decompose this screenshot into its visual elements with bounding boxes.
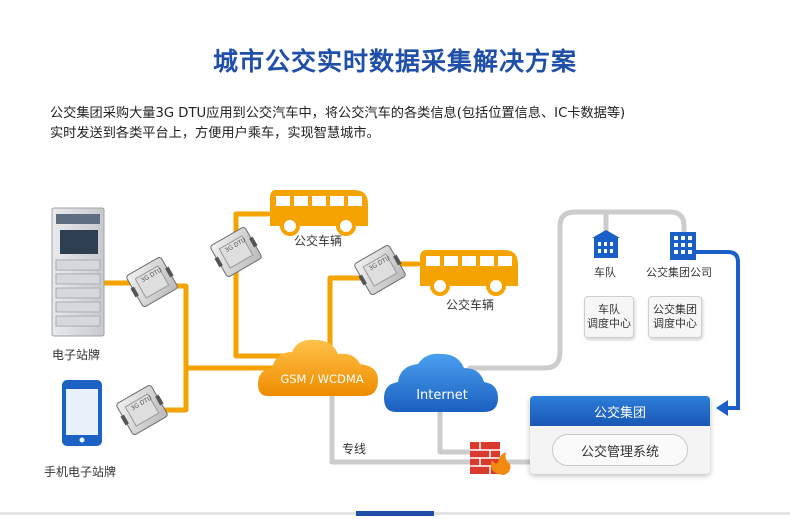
bus-icon-1 <box>270 190 368 236</box>
internet-label: Internet <box>416 388 468 403</box>
dtu-module-2 <box>210 227 262 277</box>
fleet-building-icon <box>592 230 620 258</box>
link-dtu2 <box>233 269 295 359</box>
page-title: 城市公交实时数据采集解决方案 <box>212 47 577 76</box>
group-dispatch-box: 公交集团 调度中心 <box>648 296 702 338</box>
company-label: 公交集团公司 <box>646 266 712 279</box>
bus2-label: 公交车辆 <box>446 298 495 312</box>
dtu-module-1 <box>126 257 178 307</box>
link-internet-firewall <box>437 409 473 455</box>
mobile-sign-label: 手机电子站牌 <box>44 465 117 479</box>
internet-cloud-icon <box>384 353 498 412</box>
fleet-dispatch-line2: 调度中心 <box>587 317 631 330</box>
gsm-cloud-icon <box>258 339 378 396</box>
blue-arrow-line <box>692 250 740 410</box>
bus-icon-2 <box>420 250 518 296</box>
e-sign-server-icon <box>51 207 105 337</box>
link-dtu3 <box>327 275 363 353</box>
e-sign-label: 电子站牌 <box>52 348 101 362</box>
dtu-module-4 <box>116 385 168 435</box>
link-dtu-mobile <box>157 365 189 413</box>
fleet-dispatch-line1: 车队 <box>598 303 620 316</box>
company-building-icon <box>670 232 696 260</box>
bus-group-panel: 公交集团 公交管理系统 <box>530 396 710 474</box>
link-bus1 <box>233 211 271 237</box>
mobile-phone-icon <box>62 380 102 446</box>
bus1-label: 公交车辆 <box>294 234 343 248</box>
intro-line-2: 实时发送到各类平台上，方便用户乘车，实现智慧城市。 <box>50 126 380 141</box>
group-dispatch-line1: 公交集团 <box>653 303 697 316</box>
footer-accent <box>356 511 434 516</box>
gsm-label: GSM / WCDMA <box>280 372 364 386</box>
dtu-module-3 <box>354 245 406 295</box>
link-private-line <box>329 389 483 465</box>
fleet-label: 车队 <box>594 266 616 279</box>
firewall-icon <box>470 442 511 475</box>
orange-links <box>97 211 421 413</box>
fleet-dispatch-box: 车队 调度中心 <box>584 296 634 338</box>
link-dtu1 <box>167 283 293 371</box>
private-line-label: 专线 <box>342 442 367 456</box>
blue-arrowhead <box>716 400 728 416</box>
link-internet-centers <box>467 209 687 371</box>
management-system-box: 公交管理系统 <box>552 434 688 466</box>
intro-line-1: 公交集团采购大量3G DTU应用到公交汽车中，将公交汽车的各类信息(包括位置信息… <box>50 106 626 121</box>
group-dispatch-line2: 调度中心 <box>653 317 697 330</box>
bus-group-header: 公交集团 <box>530 396 710 426</box>
